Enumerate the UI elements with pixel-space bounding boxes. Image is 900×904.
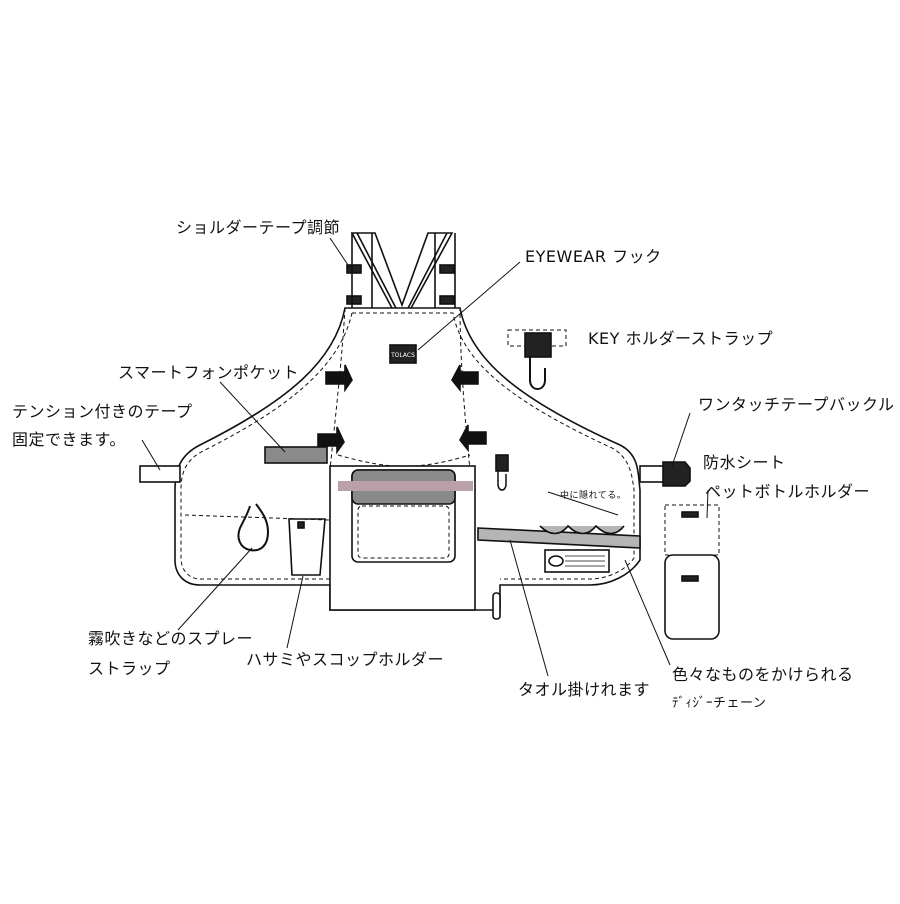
label-daisy-line1: 色々なものをかけられる (672, 665, 854, 684)
label-buckle: ワンタッチテープバックル (698, 395, 895, 414)
shoulder-straps (350, 232, 454, 311)
badge-text: TOLACS (390, 352, 415, 359)
key-strap-outline (507, 329, 567, 347)
strap-adjuster-left-2 (346, 295, 362, 305)
smartphone-pocket (264, 446, 328, 464)
label-spray-line1: 霧吹きなどのスプレー (88, 629, 254, 648)
label-towel: タオル掛けれます (518, 680, 651, 699)
belt-tab-left (139, 465, 181, 483)
label-shoulder-tape: ショルダーテープ調節 (176, 218, 341, 237)
label-daisy-line2: ﾃﾞｨｼﾞｰチェーン (672, 696, 767, 711)
label-spray-line2: ストラップ (88, 659, 171, 678)
buckle (662, 461, 691, 487)
towel-tab (492, 592, 501, 620)
arrow-3 (451, 364, 479, 393)
label-key-strap: KEY ホルダーストラップ (588, 329, 774, 348)
strap-adjuster-right-2 (439, 295, 455, 305)
bottle-holder (664, 554, 720, 640)
pink-bar (338, 481, 473, 491)
arrow-2 (317, 426, 345, 455)
label-tension-line2: 固定できます。 (12, 430, 126, 449)
arrow-1 (325, 364, 353, 393)
label-bottle-holder: ペットボトルホルダー (705, 482, 871, 501)
label-smartphone-pocket: スマートフォンポケット (118, 363, 300, 382)
belt-tab-right (639, 465, 667, 483)
arrow-4 (459, 424, 487, 453)
strap-adjuster-right (439, 264, 455, 274)
label-waterproof: 防水シート (703, 453, 786, 472)
label-hidden-note: 中に隠れてる。 (560, 491, 627, 501)
strap-adjuster-left (346, 264, 362, 274)
label-eyewear-hook: EYEWEAR フック (525, 247, 662, 266)
key-strap (524, 332, 552, 358)
badge (389, 344, 417, 364)
label-tension-line1: テンション付きのテープ (12, 402, 193, 421)
scissors-holder (288, 518, 326, 576)
eyewear-hook (495, 454, 509, 472)
label-scissors: ハサミやスコップホルダー (246, 650, 445, 669)
